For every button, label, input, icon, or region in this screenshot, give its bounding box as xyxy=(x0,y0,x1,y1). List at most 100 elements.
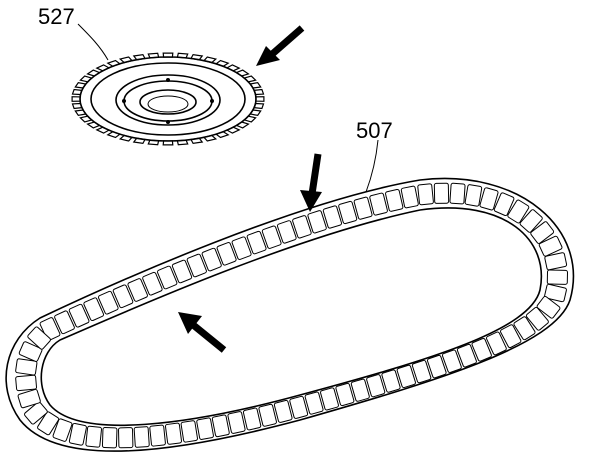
chain-link xyxy=(304,391,324,415)
chain-link xyxy=(338,200,358,225)
chain-link xyxy=(536,295,561,319)
chain-link xyxy=(242,407,262,431)
chain-link xyxy=(400,185,419,209)
chain-link xyxy=(258,403,277,427)
chain-link xyxy=(186,253,207,278)
chain-link xyxy=(276,220,297,244)
chain-link xyxy=(456,343,477,368)
callout-leader-527 xyxy=(77,23,109,61)
chain-link xyxy=(307,210,327,234)
chain-inner-edge xyxy=(40,207,543,427)
chain-link xyxy=(464,184,483,207)
chain-link xyxy=(426,354,447,379)
chain-link xyxy=(530,221,555,244)
chain-link xyxy=(507,199,530,224)
chain-link xyxy=(196,417,214,440)
chain-outer-edge xyxy=(5,177,575,452)
chain-link xyxy=(149,424,166,447)
chain-link xyxy=(385,188,404,212)
chain-link xyxy=(142,271,163,296)
arrow-chain-top xyxy=(300,153,322,212)
chain-link xyxy=(15,374,38,392)
chain-link xyxy=(101,427,118,449)
chain-link xyxy=(441,349,462,374)
chain-link xyxy=(546,269,568,285)
chain-link xyxy=(83,297,105,322)
chain-link xyxy=(52,418,73,442)
chain-link xyxy=(180,420,198,443)
chain-link xyxy=(201,247,222,272)
chain-link xyxy=(396,364,416,389)
chain-link xyxy=(133,426,150,448)
sprocket-inner-rim xyxy=(90,62,246,136)
chain-link xyxy=(27,326,51,350)
chain-link xyxy=(127,278,148,302)
chain-link xyxy=(493,192,515,217)
chain-link xyxy=(369,192,388,216)
chain-link xyxy=(485,331,507,356)
chain-link xyxy=(411,359,432,384)
chain-link xyxy=(98,290,119,315)
sprocket-bore xyxy=(139,89,197,115)
chain-link xyxy=(68,303,90,328)
chain-link xyxy=(292,215,312,239)
chain-link xyxy=(320,387,339,411)
chain-link xyxy=(500,324,522,349)
chain-link xyxy=(471,337,492,362)
chain-link xyxy=(538,235,563,257)
sprocket-hub-flange xyxy=(115,74,221,126)
sprocket-bolt xyxy=(210,99,214,103)
arrow-sprocket xyxy=(256,25,305,66)
chain-link xyxy=(433,182,450,204)
chain-link xyxy=(519,209,543,233)
sprocket-tooth xyxy=(71,96,81,102)
chain-link xyxy=(164,422,183,445)
chain-link xyxy=(322,205,343,229)
sprocket-rim xyxy=(79,56,257,142)
timing-chain-507 xyxy=(5,177,575,452)
chain-link xyxy=(544,283,567,303)
chain-link xyxy=(353,196,373,220)
chain-link xyxy=(479,187,499,211)
chain-link xyxy=(335,382,355,407)
chain-link xyxy=(54,310,75,335)
sprocket-bore-inner xyxy=(147,95,189,113)
chain-link xyxy=(381,369,401,393)
chain-link xyxy=(227,411,246,434)
sprocket-bolt xyxy=(122,99,126,103)
chain-links xyxy=(15,182,568,449)
chain-link xyxy=(37,411,60,436)
callout-label-507: 507 xyxy=(356,118,393,143)
chain-link xyxy=(261,225,282,249)
sprocket-tooth xyxy=(255,96,265,102)
sprocket-bolt xyxy=(166,120,170,124)
callout-label-527: 527 xyxy=(38,4,75,29)
sprocket-hub-ring xyxy=(123,80,213,122)
chain-link xyxy=(289,395,309,419)
chain-link xyxy=(118,427,134,449)
chain-link xyxy=(525,306,549,331)
chain-link xyxy=(17,388,41,409)
chain-link xyxy=(544,252,568,271)
chain-link xyxy=(112,284,134,309)
chain-link xyxy=(171,259,193,284)
chain-link xyxy=(68,422,87,446)
chain-link xyxy=(449,182,466,205)
chain-link xyxy=(246,230,267,255)
chain-link xyxy=(366,374,386,398)
sprocket-527 xyxy=(71,52,265,146)
chain-link xyxy=(216,242,237,266)
sprocket-bolt xyxy=(166,78,170,82)
chain-link xyxy=(350,378,370,402)
chain-link xyxy=(273,399,293,423)
chain-link xyxy=(513,316,536,341)
chain-link xyxy=(18,341,43,362)
sprocket-teeth xyxy=(71,52,265,146)
chain-link xyxy=(417,183,434,206)
chain-link xyxy=(157,265,178,290)
arrow-chain-inside xyxy=(178,312,227,353)
chain-link xyxy=(231,236,252,260)
chain-link xyxy=(85,425,103,448)
chain-link xyxy=(15,358,38,376)
